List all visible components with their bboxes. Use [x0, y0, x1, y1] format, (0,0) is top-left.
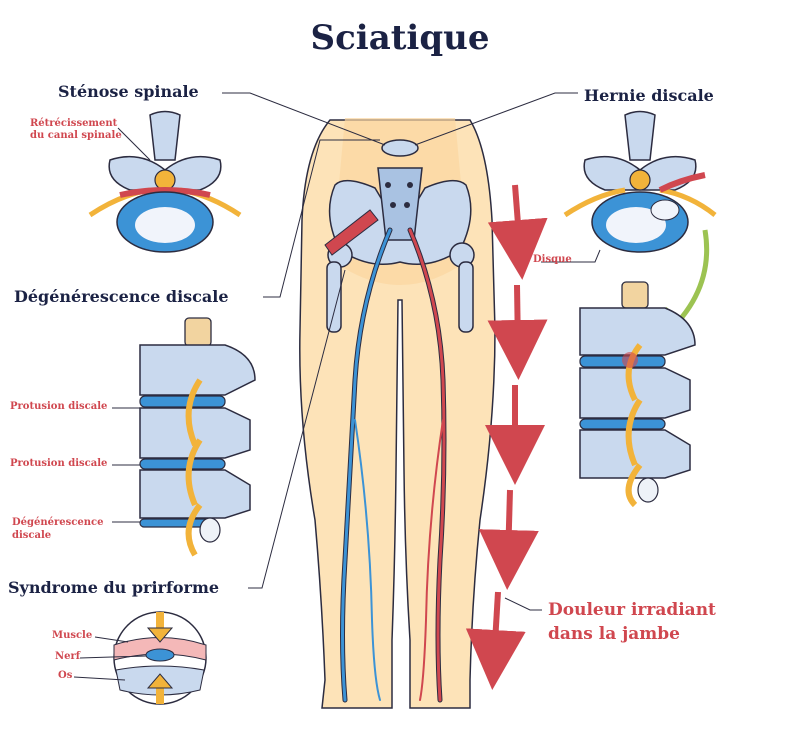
label-douleur-line2: dans la jambe: [548, 624, 680, 644]
label-os: Os: [58, 670, 73, 681]
label-retrecissement-line1: Rétrécissement: [30, 118, 118, 129]
label-stenose-spinale: Sténose spinale: [58, 82, 199, 101]
left-spine-column: [139, 317, 256, 557]
label-retrecissement: Rétrécissement du canal spinale: [30, 118, 122, 142]
label-protusion-discale-1: Protusion discale: [10, 401, 108, 412]
label-degenerescence-small-line2: discale: [12, 530, 52, 541]
label-protusion-discale-2: Protusion discale: [10, 458, 108, 469]
label-muscle: Muscle: [52, 630, 93, 641]
label-degenerescence-small-line1: Dégénérescence: [12, 517, 104, 528]
piriformis-inset: [113, 611, 207, 705]
stenosis-vertebra: [88, 110, 242, 253]
label-douleur-line1: Douleur irradiant: [548, 600, 716, 620]
label-degenerescence-discale: Dégénérescence discale: [14, 287, 229, 306]
pain-arrows: [465, 184, 548, 690]
label-nerf: Nerf: [55, 651, 81, 662]
label-hernie-discale: Hernie discale: [584, 86, 714, 105]
label-retrecissement-line2: du canal spinale: [30, 130, 122, 141]
herniation-vertebra: [563, 110, 717, 253]
label-douleur-irradiant: Douleur irradiant dans la jambe: [548, 598, 716, 646]
pelvis-bone: [324, 139, 475, 333]
leg-nerves: [340, 227, 447, 703]
leader-lines: [73, 92, 601, 681]
label-disque: Disque: [533, 254, 572, 265]
label-degenerescence-small: Dégénérescence discale: [12, 516, 103, 542]
right-spine-column: [579, 281, 696, 508]
page-title: Sciatique: [310, 18, 490, 58]
label-syndrome-piriforme: Syndrome du prirforme: [8, 578, 220, 597]
